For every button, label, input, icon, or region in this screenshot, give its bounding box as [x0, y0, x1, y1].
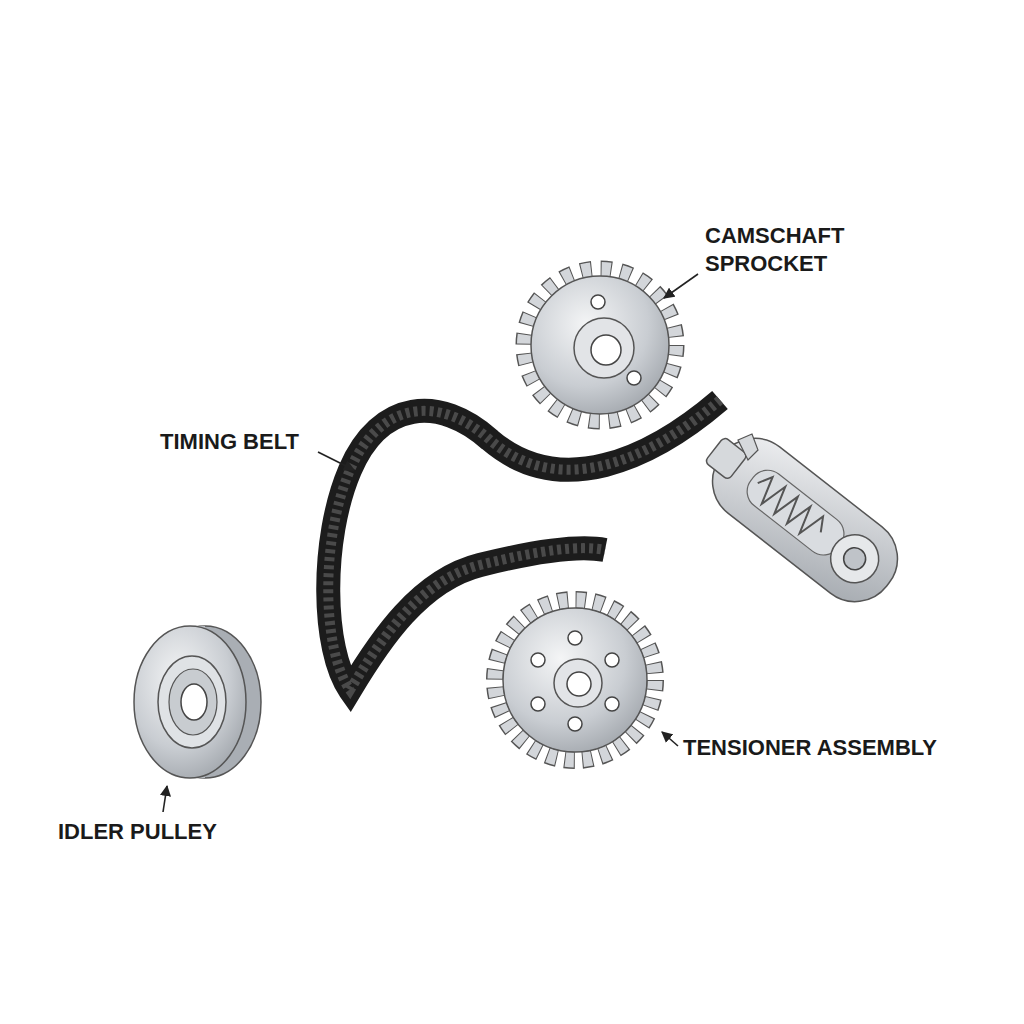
part-label: TIMING BELT: [160, 428, 320, 456]
part-label: TENSIONER ASSEMBLY: [683, 734, 1003, 762]
part-label: IDLER PULLEY: [58, 818, 258, 846]
timing-belt: [328, 400, 720, 690]
idler-pulley: [134, 626, 261, 778]
leader-lines: [163, 274, 698, 812]
part-label: CAMSCHAFT SPROCKET: [705, 222, 880, 277]
camshaft-sprocket: [524, 269, 676, 421]
crank-sprocket: [495, 600, 655, 760]
tensioner: [689, 416, 914, 618]
